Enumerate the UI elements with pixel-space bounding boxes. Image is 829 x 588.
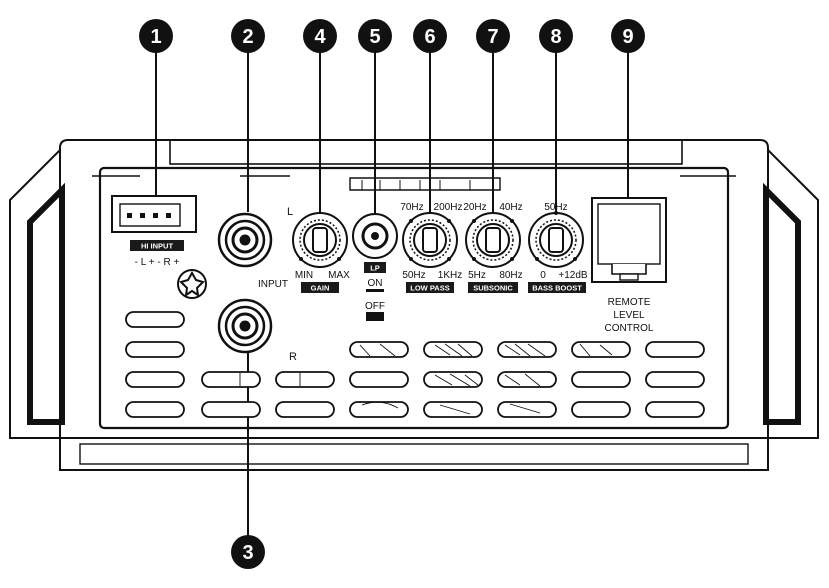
lp-switch [352,213,398,273]
callout-9: 9 [611,19,645,53]
callout-5: 5 [358,19,392,53]
amplifier-housing [9,139,819,471]
low-pass-50hz-label: 50Hz [402,270,425,281]
hi-input-label: HI INPUT [141,242,174,251]
mounting-screw-icon [177,269,207,299]
right-channel-label: R [289,351,297,363]
lp-off-label: OFF [365,301,385,312]
subsonic-label: SUBSONIC [473,284,513,293]
remote-level-port [591,197,667,283]
callout-1: 1 [139,19,173,53]
callout-7: 7 [476,19,510,53]
internal-circuit-hints [239,343,613,415]
bass-boost-badge [528,282,586,293]
control-label: CONTROL [605,323,654,334]
svg-text:3: 3 [242,542,253,564]
subsonic-80hz-label: 80Hz [499,270,522,281]
subsonic-5hz-label: 5Hz [468,270,486,281]
callout-6: 6 [413,19,447,53]
lp-off-indicator [366,312,384,321]
lp-on-label: ON [368,278,383,289]
bass-boost-50hz-label: 50Hz [544,202,567,213]
input-label: INPUT [258,279,288,290]
rca-input-right [217,298,273,354]
gain-min-label: MIN [295,270,313,281]
bass-boost-12db-label: +12dB [558,270,588,281]
hi-input-connector: HI INPUT - L + - R + [111,195,197,268]
subsonic-40hz-label: 40Hz [499,202,522,213]
gain-badge [301,282,339,293]
gain-label: GAIN [311,284,330,293]
subsonic-knob [465,212,521,268]
gain-knob [292,212,348,268]
gain-max-label: MAX [328,270,350,281]
callout-3: 3 [231,535,265,569]
hi-input-pins-label: - L + - R + [135,257,180,268]
callout-2: 2 [231,19,265,53]
low-pass-badge [406,282,454,293]
level-label: LEVEL [613,310,645,321]
low-pass-1khz-label: 1KHz [438,270,462,281]
low-pass-70hz-label: 70Hz [400,202,423,213]
subsonic-badge [468,282,518,293]
low-pass-knob [402,212,458,268]
subsonic-20hz-label: 20Hz [463,202,486,213]
left-channel-label: L [287,206,293,218]
callout-leaders [155,40,629,540]
svg-text:9: 9 [622,26,633,48]
low-pass-label: LOW PASS [410,284,449,293]
bass-boost-0-label: 0 [540,270,546,281]
bass-boost-knob [528,211,584,268]
svg-text:1: 1 [150,26,161,48]
remote-label: REMOTE [608,297,651,308]
lp-on-indicator [366,289,384,292]
svg-text:4: 4 [314,26,326,48]
svg-text:5: 5 [369,26,380,48]
rca-input-left [217,212,273,268]
vent-slots [125,311,705,418]
svg-text:2: 2 [242,26,253,48]
bass-boost-label: BASS BOOST [532,284,582,293]
low-pass-200hz-label: 200Hz [434,202,463,213]
svg-text:7: 7 [487,26,498,48]
svg-text:8: 8 [550,26,561,48]
svg-text:6: 6 [424,26,435,48]
callout-8: 8 [539,19,573,53]
lp-label: LP [370,264,380,273]
callout-4: 4 [303,19,337,53]
